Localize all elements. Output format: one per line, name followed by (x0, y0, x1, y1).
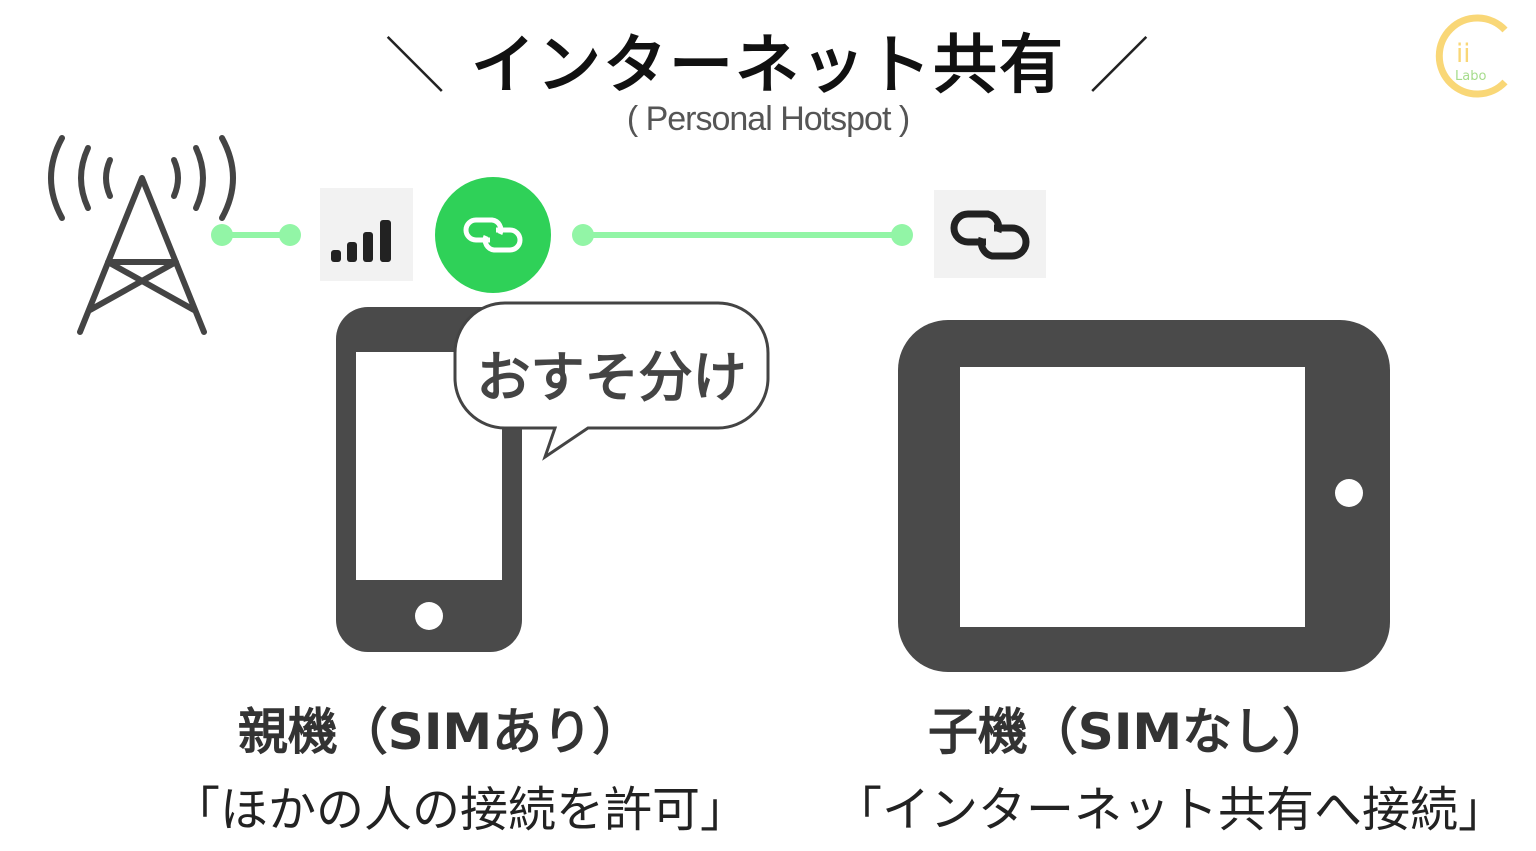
logo-icon: ii Labo (1435, 14, 1508, 98)
parent-device-label: 親機（SIMあり） (237, 703, 643, 761)
hotspot-link-icon (435, 177, 551, 293)
subtitle: ( Personal Hotspot ) (626, 100, 910, 138)
parent-device-caption: 「ほかの人の接続を許可」 (171, 782, 748, 838)
signal-bars-icon (320, 188, 413, 281)
connection-line-tower (211, 224, 301, 246)
title-deco-right: ／ (1089, 32, 1152, 102)
child-device-label: 子機（SIMなし） (927, 703, 1333, 761)
speech-bubble (453, 301, 770, 461)
svg-text:Labo: Labo (1455, 69, 1486, 84)
cell-tower-icon (48, 135, 236, 335)
svg-text:ii: ii (1456, 39, 1470, 69)
title-deco-left: ＼ (384, 32, 447, 102)
child-device-caption: 「インターネット共有へ接続」 (833, 782, 1506, 838)
link-icon (934, 190, 1046, 278)
page-title: ＼ インターネット共有 ／ (0, 14, 1536, 106)
title-text: インターネット共有 (471, 29, 1065, 103)
connection-line-hotspot (572, 224, 913, 246)
tablet-icon (898, 320, 1390, 672)
bubble-text: おすそ分け (476, 346, 747, 409)
